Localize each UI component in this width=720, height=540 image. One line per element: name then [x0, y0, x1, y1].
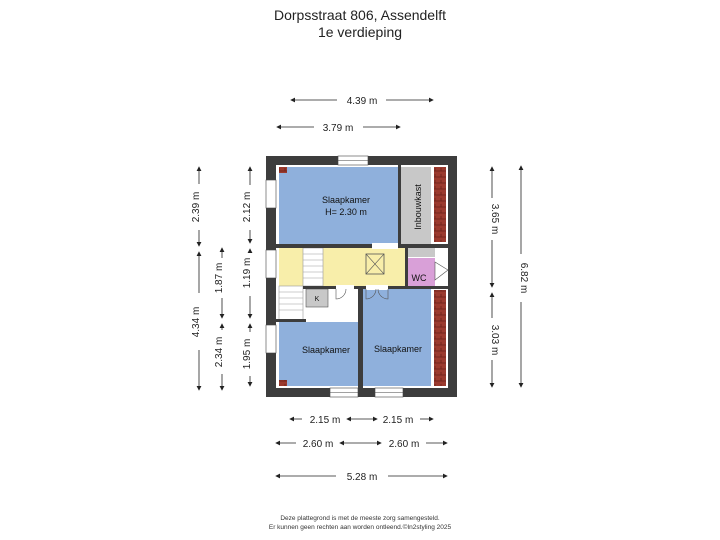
staircase: [278, 247, 324, 321]
svg-text:2.34 m: 2.34 m: [214, 337, 225, 368]
svg-text:6.82 m: 6.82 m: [518, 263, 529, 294]
closet-label: Inbouwkast: [413, 184, 423, 230]
dimension-top-inner: 3.79 m: [276, 123, 401, 134]
closet: [401, 167, 431, 244]
dimension-right-inner: 3.65 m 3.03 m: [489, 166, 500, 388]
svg-text:3.65 m: 3.65 m: [489, 204, 500, 235]
svg-text:3.79 m: 3.79 m: [323, 123, 354, 134]
svg-text:4.39 m: 4.39 m: [347, 96, 378, 107]
disclaimer-line-1: Deze plattegrond is met de meeste zorg s…: [280, 515, 440, 522]
dimension-left-mid: 1.87 m 2.34 m: [214, 247, 225, 391]
dimension-right-outer: 6.82 m: [518, 165, 529, 388]
dimension-top-outer: 4.39 m: [290, 96, 434, 107]
hallway: [279, 248, 405, 286]
svg-text:3.03 m: 3.03 m: [489, 325, 500, 356]
svg-text:4.34 m: 4.34 m: [191, 307, 202, 338]
floor-title: 1e verdieping: [317, 24, 403, 40]
wc-label: WC: [412, 273, 427, 283]
svg-text:5.28 m: 5.28 m: [347, 472, 378, 483]
bedroom-left-label: Slaapkamer: [302, 345, 350, 355]
k-label: K: [315, 296, 320, 303]
svg-text:2.12 m: 2.12 m: [242, 192, 253, 223]
dimension-bottom-row1: 2.15 m 2.15 m: [289, 415, 434, 426]
bedroom-left: [279, 322, 358, 386]
dimension-bottom-row2: 2.60 m 2.60 m: [275, 439, 448, 450]
bedroom-top-label: Slaapkamer: [322, 195, 370, 205]
bedroom-right-label: Slaapkamer: [374, 344, 422, 354]
address-title: Dorpsstraat 806, Assendelft: [274, 7, 446, 23]
svg-text:2.15 m: 2.15 m: [383, 415, 414, 426]
svg-text:2.15 m: 2.15 m: [310, 415, 341, 426]
svg-text:1.95 m: 1.95 m: [242, 339, 253, 370]
svg-text:2.60 m: 2.60 m: [389, 439, 420, 450]
bedroom-top-height: H= 2.30 m: [325, 207, 367, 217]
brick-wall: [434, 167, 446, 242]
bedroom-top: [279, 167, 398, 244]
wc-room: [408, 258, 435, 286]
dimension-bottom-total: 5.28 m: [275, 472, 448, 483]
svg-text:1.87 m: 1.87 m: [214, 263, 225, 294]
skylight: [365, 253, 385, 275]
svg-text:2.39 m: 2.39 m: [191, 192, 202, 223]
svg-text:1.19 m: 1.19 m: [242, 258, 253, 289]
dimension-left-inner: 2.12 m 1.19 m 1.95 m: [242, 166, 253, 387]
disclaimer-line-2: Er kunnen geen rechten aan worden ontlee…: [268, 524, 452, 531]
dimension-left-outer: 2.39 m 4.34 m: [191, 166, 202, 391]
svg-text:2.60 m: 2.60 m: [303, 439, 334, 450]
bedroom-right: [363, 289, 431, 386]
